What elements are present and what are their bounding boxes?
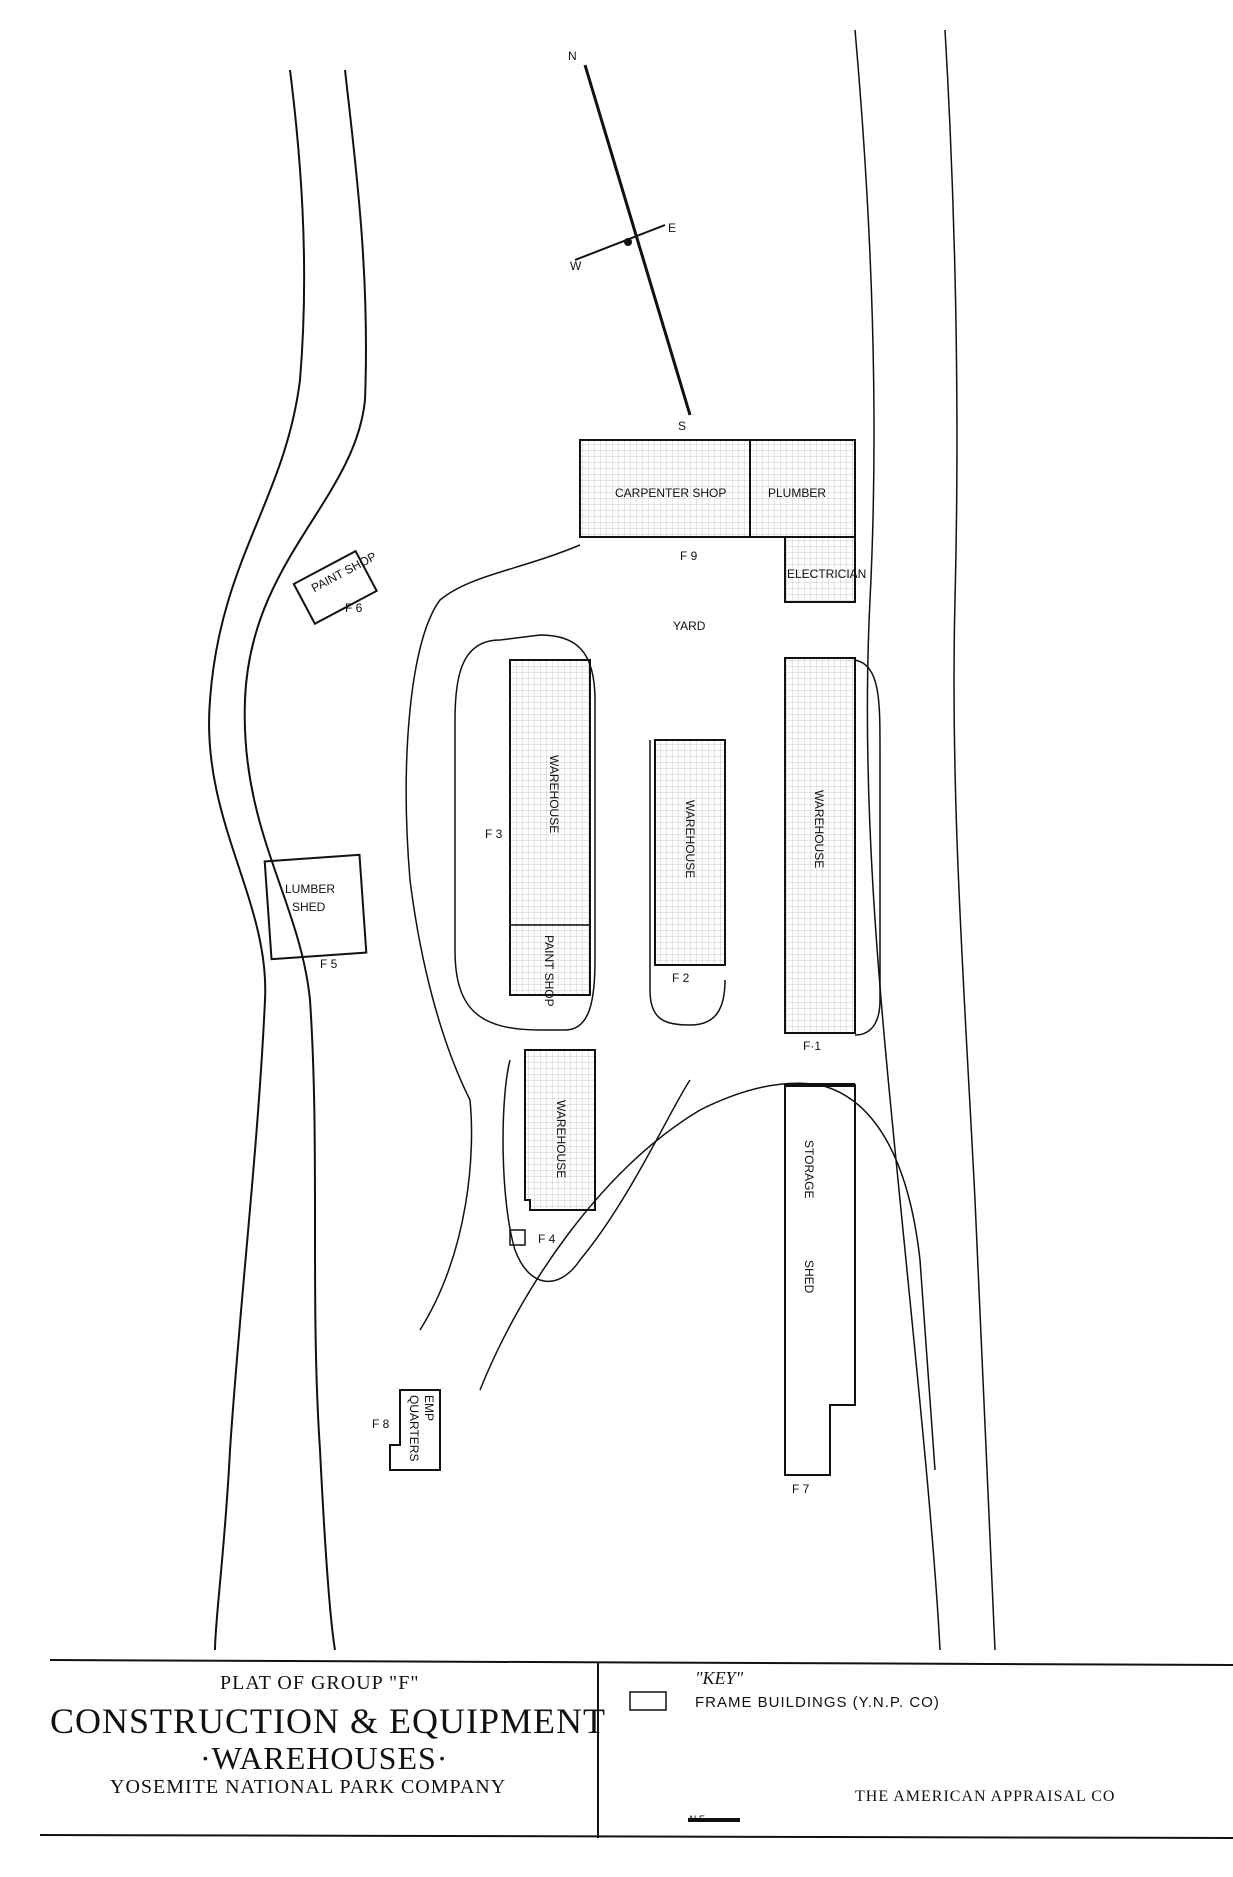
key-frame-building-swatch (629, 1691, 667, 1711)
building-f3: WAREHOUSE PAINT SHOP F 3 (485, 659, 591, 1007)
compass-rose: N S E W (568, 49, 692, 433)
electrician-label: ELECTRICIAN (787, 567, 866, 581)
appraisal-company: THE AMERICAN APPRAISAL CO (855, 1788, 1116, 1805)
f4-label: F 4 (538, 1232, 556, 1246)
main-title-line2: ·WAREHOUSES· (200, 1740, 449, 1776)
lumber-shed-label-1: LUMBER (285, 882, 335, 896)
building-f9: CARPENTER SHOP PLUMBER ELECTRICIAN F 9 (579, 439, 866, 603)
paint-shop-f6-label: PAINT SHOP (309, 549, 379, 595)
building-f7: STORAGE SHED F 7 (784, 1083, 856, 1496)
road-loop-f1 (854, 659, 881, 1036)
lumber-shed-label-2: SHED (292, 900, 326, 914)
f7-label: F 7 (792, 1482, 810, 1496)
warehouse-f3-label: WAREHOUSE (547, 755, 561, 833)
east-boundary-line-2 (944, 29, 996, 1651)
title-block-bottom-rule (39, 1834, 1233, 1839)
warehouse-f4-label: WAREHOUSE (554, 1100, 568, 1178)
building-f4: WAREHOUSE F 4 (509, 1049, 596, 1246)
river-bank-right (243, 69, 367, 1651)
warehouse-f2-label: WAREHOUSE (683, 800, 697, 878)
building-f8: EMP QUARTERS F 8 (372, 1389, 441, 1471)
building-f6: PAINT SHOP F 6 (292, 549, 379, 626)
storage-shed-label-1: STORAGE (802, 1140, 816, 1198)
title-block-top-rule (49, 1659, 1233, 1666)
emp-quarters-label-1: EMP (422, 1395, 436, 1421)
scale-label: ALE (688, 1814, 706, 1824)
plat-group-title: PLAT OF GROUP "F" (220, 1672, 420, 1694)
f2-label: F 2 (672, 971, 690, 985)
building-f5: LUMBER SHED F 5 (263, 853, 368, 971)
road-loop-f2 (649, 740, 726, 1026)
f6-label: F 6 (345, 601, 363, 615)
f9-label: F 9 (680, 549, 698, 563)
compass-n-label: N (568, 49, 577, 63)
plumber-label: PLUMBER (768, 486, 826, 500)
storage-shed-label-2: SHED (802, 1260, 816, 1294)
river-bank-left (208, 69, 306, 1651)
key-title: "KEY" (695, 1668, 744, 1688)
compass-s-label: S (678, 419, 686, 433)
f3-label: F 3 (485, 827, 503, 841)
main-title-line1: CONSTRUCTION & EQUIPMENT (50, 1701, 607, 1741)
carpenter-shop-label: CARPENTER SHOP (615, 486, 726, 500)
road-outer-loop (405, 544, 581, 1331)
building-f2: WAREHOUSE F 2 (654, 739, 726, 985)
yard-label: YARD (673, 619, 706, 633)
paint-shop-f3-label: PAINT SHOP (542, 935, 556, 1007)
compass-w-label: W (570, 259, 582, 273)
f5-label: F 5 (320, 957, 338, 971)
building-f1: WAREHOUSE F·1 (784, 657, 856, 1053)
emp-quarters-label-2: QUARTERS (407, 1395, 421, 1461)
compass-e-label: E (668, 221, 676, 235)
f8-label: F 8 (372, 1417, 390, 1431)
company-name: YOSEMITE NATIONAL PARK COMPANY (110, 1776, 507, 1798)
warehouse-f1-label: WAREHOUSE (812, 790, 826, 868)
f1-label: F·1 (803, 1039, 821, 1053)
key-frame-buildings-label: FRAME BUILDINGS (Y.N.P. CO) (695, 1694, 940, 1711)
road-west-spur (502, 1059, 691, 1283)
east-boundary-line-1 (854, 29, 941, 1651)
